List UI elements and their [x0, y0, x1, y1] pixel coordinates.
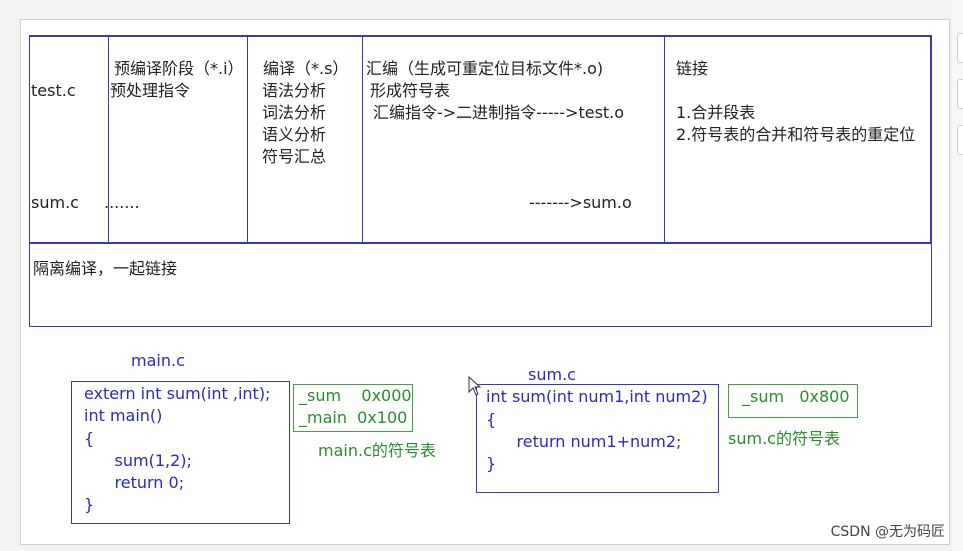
code-line: int sum(int num1,int num2): [486, 387, 708, 406]
side-thumb[interactable]: [957, 79, 963, 109]
table-note: 隔离编译，一起链接: [33, 259, 178, 278]
symbol-entry: _sum 0x000: [299, 386, 412, 405]
watermark: CSDN @无为码匠: [830, 524, 945, 540]
main-c-symbols-caption: main.c的符号表: [318, 441, 436, 460]
code-line: sum(1,2);: [84, 451, 192, 470]
sum-output: ------->sum.o: [529, 193, 632, 212]
assemble-item: 汇编指令->二进制指令----->test.o: [373, 103, 625, 122]
code-line: return 0;: [84, 473, 185, 492]
compile-item: 语法分析: [262, 81, 327, 100]
code-line: }: [486, 454, 497, 473]
table-row-divider: [29, 242, 932, 244]
symbol-entry: _main 0x100: [299, 408, 408, 427]
link-item: 2.符号表的合并和符号表的重定位: [676, 125, 916, 144]
sum-c-title: sum.c: [528, 365, 576, 384]
main-c-title: main.c: [131, 351, 185, 370]
stage-assemble: 汇编（生成可重定位目标文件*.o): [366, 59, 604, 78]
col-divider: [247, 35, 248, 243]
col-divider: [108, 35, 109, 243]
link-item: 1.合并段表: [676, 103, 756, 122]
assemble-item: 形成符号表: [370, 81, 451, 100]
main-c-code-box: [71, 381, 290, 524]
compile-item: 语义分析: [262, 125, 327, 144]
compile-item: 符号汇总: [262, 147, 327, 166]
mouse-cursor-icon: [468, 376, 482, 396]
sum-c-code-box: [476, 384, 719, 493]
preprocess-desc: 预处理指令: [110, 81, 191, 100]
file-test-c: test.c: [31, 81, 76, 100]
stage-preprocess: 预编译阶段（*.i）: [114, 59, 244, 78]
code-line: return num1+num2;: [486, 432, 682, 451]
slide: [20, 19, 950, 545]
sum-c-symbol-table: [728, 384, 858, 418]
side-panel: [952, 0, 963, 551]
main-c-symbol-table: [293, 384, 413, 432]
table-border-right: [930, 35, 932, 244]
sum-c-symbols-caption: sum.c的符号表: [728, 429, 840, 448]
compile-item: 词法分析: [262, 103, 327, 122]
code-line: {: [486, 410, 497, 429]
stage-link: 链接: [676, 59, 709, 78]
code-line: {: [84, 429, 95, 448]
code-line: extern int sum(int ,int);: [84, 384, 271, 403]
dots-text: .......: [104, 193, 140, 212]
table-border-top: [29, 35, 932, 37]
stage-compile: 编译（*.s）: [263, 59, 349, 78]
file-sum-c: sum.c: [31, 193, 79, 212]
symbol-entry: _sum 0x800: [742, 387, 850, 406]
col-divider: [664, 35, 665, 243]
side-thumb[interactable]: [957, 33, 963, 63]
col-divider: [362, 35, 363, 243]
side-thumb[interactable]: [957, 125, 963, 155]
code-line: }: [84, 495, 95, 514]
code-line: int main(): [84, 406, 163, 425]
